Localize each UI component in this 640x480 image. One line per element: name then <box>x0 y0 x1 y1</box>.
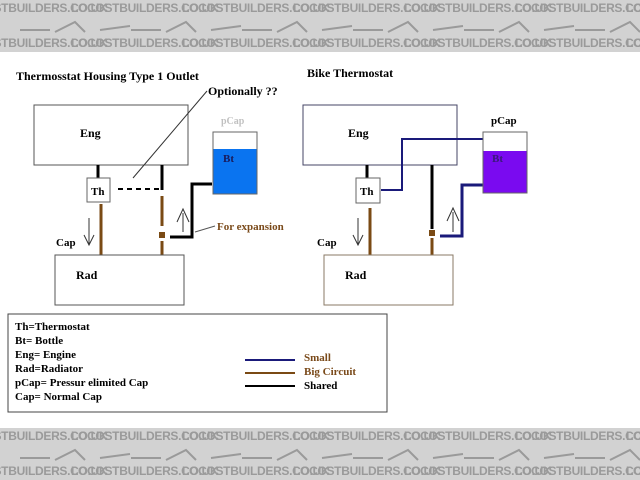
right-bottle-cap-label: pCap <box>491 115 517 127</box>
watermark-row: LOCOSTBUILDERS.CO.UKLOCOSTBUILDERS.CO.UK… <box>0 36 640 50</box>
watermark-row: LOCOSTBUILDERS.CO.UKLOCOSTBUILDERS.CO.UK… <box>0 464 640 478</box>
left-bottle-coolant <box>213 149 257 194</box>
right-diagram: Bike Thermostat Eng pCap Th <box>302 66 528 306</box>
right-small-circuit-pipe <box>381 138 483 191</box>
legend-definition: Eng= Engine <box>15 349 76 361</box>
left-thermostat-label: Th <box>91 186 104 198</box>
expansion-pointer-line <box>194 225 216 233</box>
legend: Th=Thermostat Bt= Bottle Eng= Engine Rad… <box>7 313 388 413</box>
left-flow-arrow-down <box>83 218 95 247</box>
left-bottle-cap-label: pCap <box>221 116 245 127</box>
annotation-optional: Optionally ?? <box>208 84 278 98</box>
right-diagram-title: Bike Thermostat <box>307 66 393 80</box>
legend-definition: Th=Thermostat <box>15 321 90 333</box>
right-engine-label: Eng <box>348 126 369 140</box>
right-bottle-label: Bt <box>492 153 503 165</box>
watermark-banner-top: LOCOSTBUILDERS.CO.UKLOCOSTBUILDERS.CO.UK… <box>0 0 640 52</box>
watermark-row: LOCOSTBUILDERS.CO.UKLOCOSTBUILDERS.CO.UK… <box>0 1 640 15</box>
annotation-expansion: For expansion <box>217 221 284 233</box>
right-expansion-pipe <box>440 183 483 238</box>
left-cap-label: Cap <box>56 237 76 249</box>
car-silhouette-row <box>20 448 640 461</box>
left-engine-box <box>33 104 189 166</box>
legend-definition: Cap= Normal Cap <box>15 391 102 403</box>
watermark-row: LOCOSTBUILDERS.CO.UKLOCOSTBUILDERS.CO.UK… <box>0 429 640 443</box>
right-flow-arrow-up <box>446 206 460 232</box>
car-silhouette-row <box>20 20 640 33</box>
right-cap-label: Cap <box>317 237 337 249</box>
right-junction <box>429 230 435 236</box>
left-flow-arrow-up <box>176 207 190 232</box>
optional-pointer-line <box>132 90 208 179</box>
legend-definition: Rad=Radiator <box>15 363 83 375</box>
legend-label-shared: Shared <box>304 380 337 392</box>
legend-label-big-circuit: Big Circuit <box>304 366 356 378</box>
right-flow-arrow-down <box>352 218 364 247</box>
left-radiator-box <box>54 254 185 306</box>
left-expansion-pipe <box>170 182 212 239</box>
right-engine-box <box>302 104 458 166</box>
legend-definitions: Th=Thermostat Bt= Bottle Eng= Engine Rad… <box>15 321 148 403</box>
cooling-diagram: Thermosstat Housing Type 1 Outlet Eng Op… <box>7 66 528 413</box>
watermark-banner-bottom: LOCOSTBUILDERS.CO.UKLOCOSTBUILDERS.CO.UK… <box>0 428 640 480</box>
left-radiator-label: Rad <box>76 268 98 282</box>
right-thermostat-label: Th <box>360 186 373 198</box>
legend-box <box>7 313 388 413</box>
left-engine-label: Eng <box>80 126 101 140</box>
right-thermostat-box <box>355 177 381 204</box>
legend-definition: pCap= Pressur elimited Cap <box>15 377 148 389</box>
left-diagram-title: Thermosstat Housing Type 1 Outlet <box>16 69 199 83</box>
left-thermostat-box <box>86 177 111 203</box>
left-bottle-label: Bt <box>223 153 234 165</box>
right-radiator-box <box>323 254 454 306</box>
legend-label-small: Small <box>304 352 331 364</box>
left-diagram: Thermosstat Housing Type 1 Outlet Eng Op… <box>16 69 284 306</box>
left-junction <box>159 232 165 238</box>
right-bottle-coolant <box>483 151 527 193</box>
right-radiator-label: Rad <box>345 268 367 282</box>
legend-definition: Bt= Bottle <box>15 335 63 347</box>
